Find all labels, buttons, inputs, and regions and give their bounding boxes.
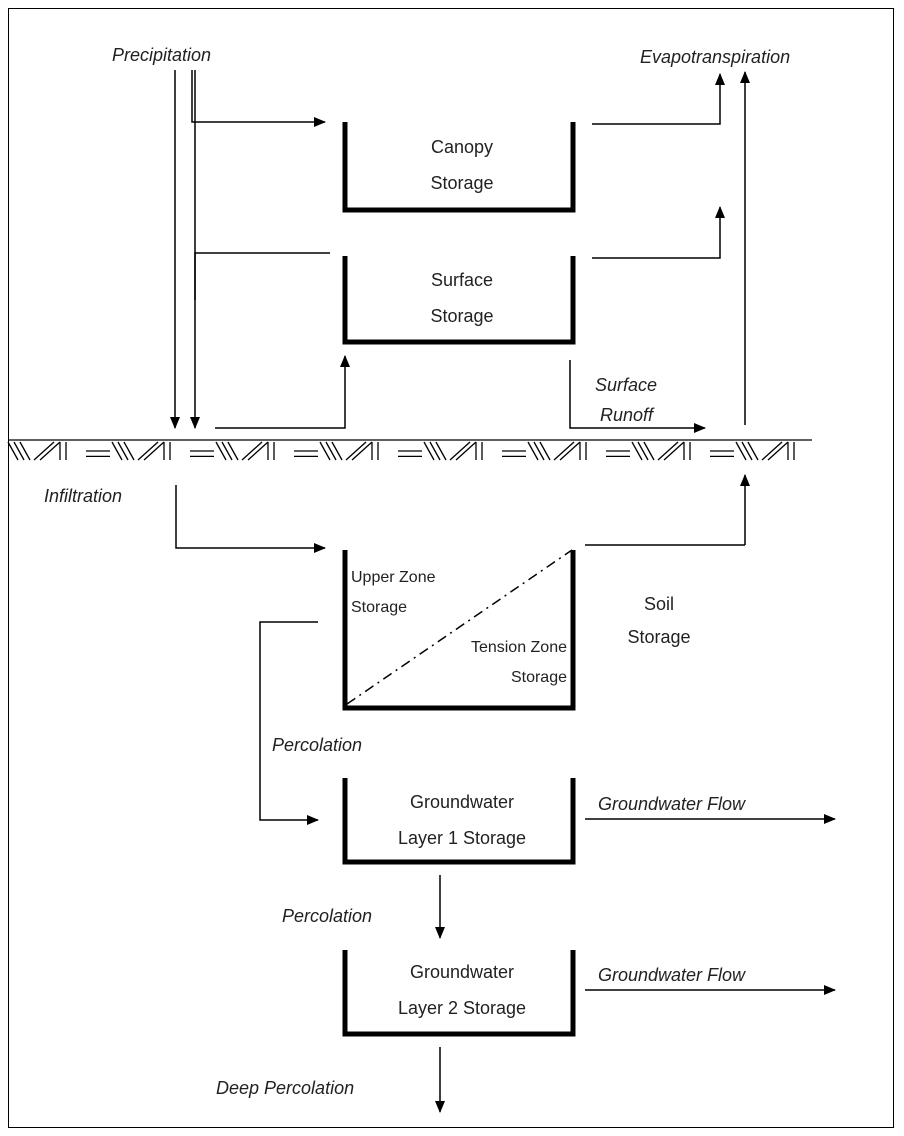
soil-hatch-stroke — [637, 441, 649, 461]
soil-hatch-stroke — [527, 441, 539, 461]
soil-hatch-stroke — [643, 441, 655, 461]
upper-zone-label-1: Upper Zone — [351, 569, 436, 586]
surface-storage-label-2: Storage — [430, 306, 493, 326]
soil-hatch-stroke — [429, 441, 441, 461]
soil-hatch-stroke — [631, 441, 643, 461]
soil-hatch-stroke — [767, 441, 789, 461]
surface-flow-arrows — [215, 355, 706, 433]
soil-hatch-stroke — [761, 441, 783, 461]
soil-hatch-stroke — [241, 441, 263, 461]
surface-runoff-label-2: Runoff — [600, 405, 655, 425]
soil-hatch-stroke — [7, 441, 19, 461]
soil-hatch-stroke — [331, 441, 343, 461]
canopy-storage-label-1: Canopy — [431, 137, 493, 157]
groundwater-layer1-label-1: Groundwater — [410, 792, 514, 812]
deep-percolation-label: Deep Percolation — [216, 1078, 354, 1098]
upper-zone-label-2: Storage — [351, 599, 407, 616]
soil-hatch-stroke — [137, 441, 159, 461]
soil-hatch-stroke — [553, 441, 575, 461]
soil-hatch-stroke — [111, 441, 123, 461]
soil-hatch-stroke — [435, 441, 447, 461]
tension-zone-label-1: Tension Zone — [471, 639, 567, 656]
soil-hatch-stroke — [33, 441, 55, 461]
soil-hatch-stroke — [39, 441, 61, 461]
soil-hatch-stroke — [19, 441, 31, 461]
diagram-border — [8, 8, 894, 1128]
soil-hatch-stroke — [117, 441, 129, 461]
soil-hatch-stroke — [221, 441, 233, 461]
soil-hatch-stroke — [663, 441, 685, 461]
tension-zone-label-2: Storage — [511, 669, 567, 686]
soil-hatch-stroke — [747, 441, 759, 461]
groundwater-layer2-box — [342, 950, 576, 1037]
soil-storage-label-2: Storage — [627, 627, 690, 647]
surface-storage-box — [342, 256, 576, 345]
soil-hatch-stroke — [539, 441, 551, 461]
surface-runoff-label-1: Surface — [595, 375, 657, 395]
soil-storage-box — [342, 549, 576, 711]
soil-hatch-stroke — [449, 441, 471, 461]
soil-hatch-stroke — [143, 441, 165, 461]
evapotranspiration-label: Evapotranspiration — [640, 47, 790, 67]
groundwater-flow-label-2: Groundwater Flow — [598, 965, 746, 985]
soil-hatch-stroke — [533, 441, 545, 461]
percolation-label-2: Percolation — [282, 906, 372, 926]
percolation-arrow-1 — [259, 621, 319, 825]
soil-hatch-stroke — [351, 441, 373, 461]
soil-hatch-stroke — [735, 441, 747, 461]
ground-surface — [7, 439, 812, 461]
soil-hatch-stroke — [657, 441, 679, 461]
canopy-storage-label-2: Storage — [430, 173, 493, 193]
infiltration-label: Infiltration — [44, 486, 122, 506]
soil-hatch-stroke — [325, 441, 337, 461]
soil-hatch-stroke — [455, 441, 477, 461]
soil-hatch-stroke — [215, 441, 227, 461]
groundwater-flow-label-1: Groundwater Flow — [598, 794, 746, 814]
groundwater-layer1-label-2: Layer 1 Storage — [398, 828, 526, 848]
soil-storage-label-1: Soil — [644, 594, 674, 614]
groundwater-layer2-label-1: Groundwater — [410, 962, 514, 982]
soil-hatch-stroke — [423, 441, 435, 461]
precipitation-label: Precipitation — [112, 45, 211, 65]
soil-hatch-stroke — [13, 441, 25, 461]
groundwater-layer1-box — [342, 778, 576, 865]
soil-hatch-stroke — [319, 441, 331, 461]
soil-hatch-stroke — [741, 441, 753, 461]
surface-storage-label-1: Surface — [431, 270, 493, 290]
precipitation-arrows — [170, 70, 330, 429]
soil-hatch-stroke — [345, 441, 367, 461]
soil-hatch — [7, 441, 795, 461]
soil-hatch-stroke — [227, 441, 239, 461]
evapotranspiration-arrows — [585, 71, 750, 546]
soil-hatch-stroke — [123, 441, 135, 461]
percolation-label-1: Percolation — [272, 735, 362, 755]
infiltration-arrow — [175, 485, 326, 553]
soil-hatch-stroke — [247, 441, 269, 461]
groundwater-layer2-label-2: Layer 2 Storage — [398, 998, 526, 1018]
canopy-storage-box — [342, 122, 576, 213]
soil-hatch-stroke — [559, 441, 581, 461]
